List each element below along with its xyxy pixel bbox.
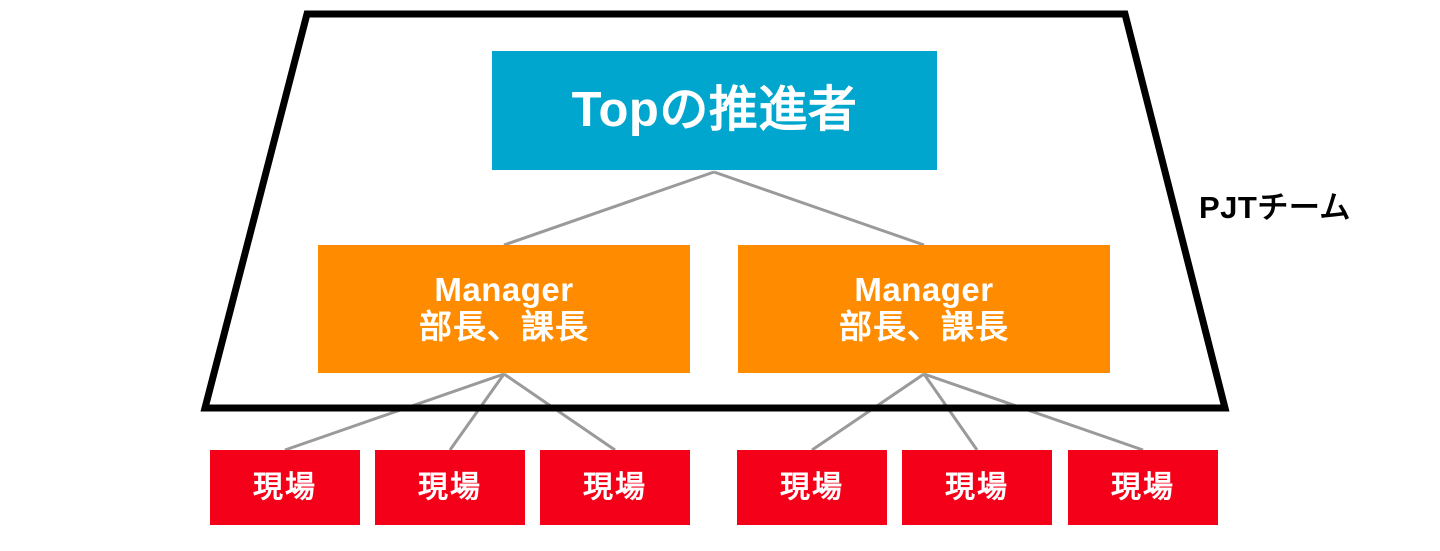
node-top-promoter[interactable]: Topの推進者 [492,51,937,170]
pjt-team-label: PJTチーム [1199,190,1351,225]
node-site-4-label: 現場 [780,470,844,504]
node-site-4[interactable]: 現場 [737,450,887,525]
connector-manager-right-to-site-4 [811,372,925,452]
node-manager-right[interactable]: Manager 部長、課長 [738,245,1110,373]
node-site-6-label: 現場 [1111,470,1175,504]
connector-manager-left-to-site-1 [284,372,505,452]
connector-group-manager-left-to-sites [284,372,616,452]
node-manager-right-title: Manager [854,271,994,309]
node-manager-right-subtitle: 部長、課長 [839,308,1009,345]
connector-top-to-manager-left [503,170,715,247]
connector-manager-right-to-site-5 [922,373,979,451]
node-site-6[interactable]: 現場 [1068,450,1218,525]
node-site-5-label: 現場 [945,470,1009,504]
connector-group-top-to-managers [503,170,925,247]
node-top-promoter-label: Topの推進者 [571,83,858,138]
node-site-5[interactable]: 現場 [902,450,1052,525]
node-manager-left-subtitle: 部長、課長 [419,308,589,345]
node-site-2[interactable]: 現場 [375,450,525,525]
node-manager-left[interactable]: Manager 部長、課長 [318,245,690,373]
connector-manager-right-to-site-6 [923,372,1144,452]
node-site-3[interactable]: 現場 [540,450,690,525]
node-site-3-label: 現場 [583,470,647,504]
connector-manager-left-to-site-3 [503,372,616,452]
connector-top-to-manager-right [713,170,925,247]
node-site-1[interactable]: 現場 [210,450,360,525]
node-manager-left-title: Manager [434,271,574,309]
connector-manager-left-to-site-2 [448,373,506,451]
node-site-2-label: 現場 [418,470,482,504]
node-site-1-label: 現場 [253,470,317,504]
connector-group-manager-right-to-sites [811,372,1144,452]
pjt-team-boundary [200,10,1230,412]
